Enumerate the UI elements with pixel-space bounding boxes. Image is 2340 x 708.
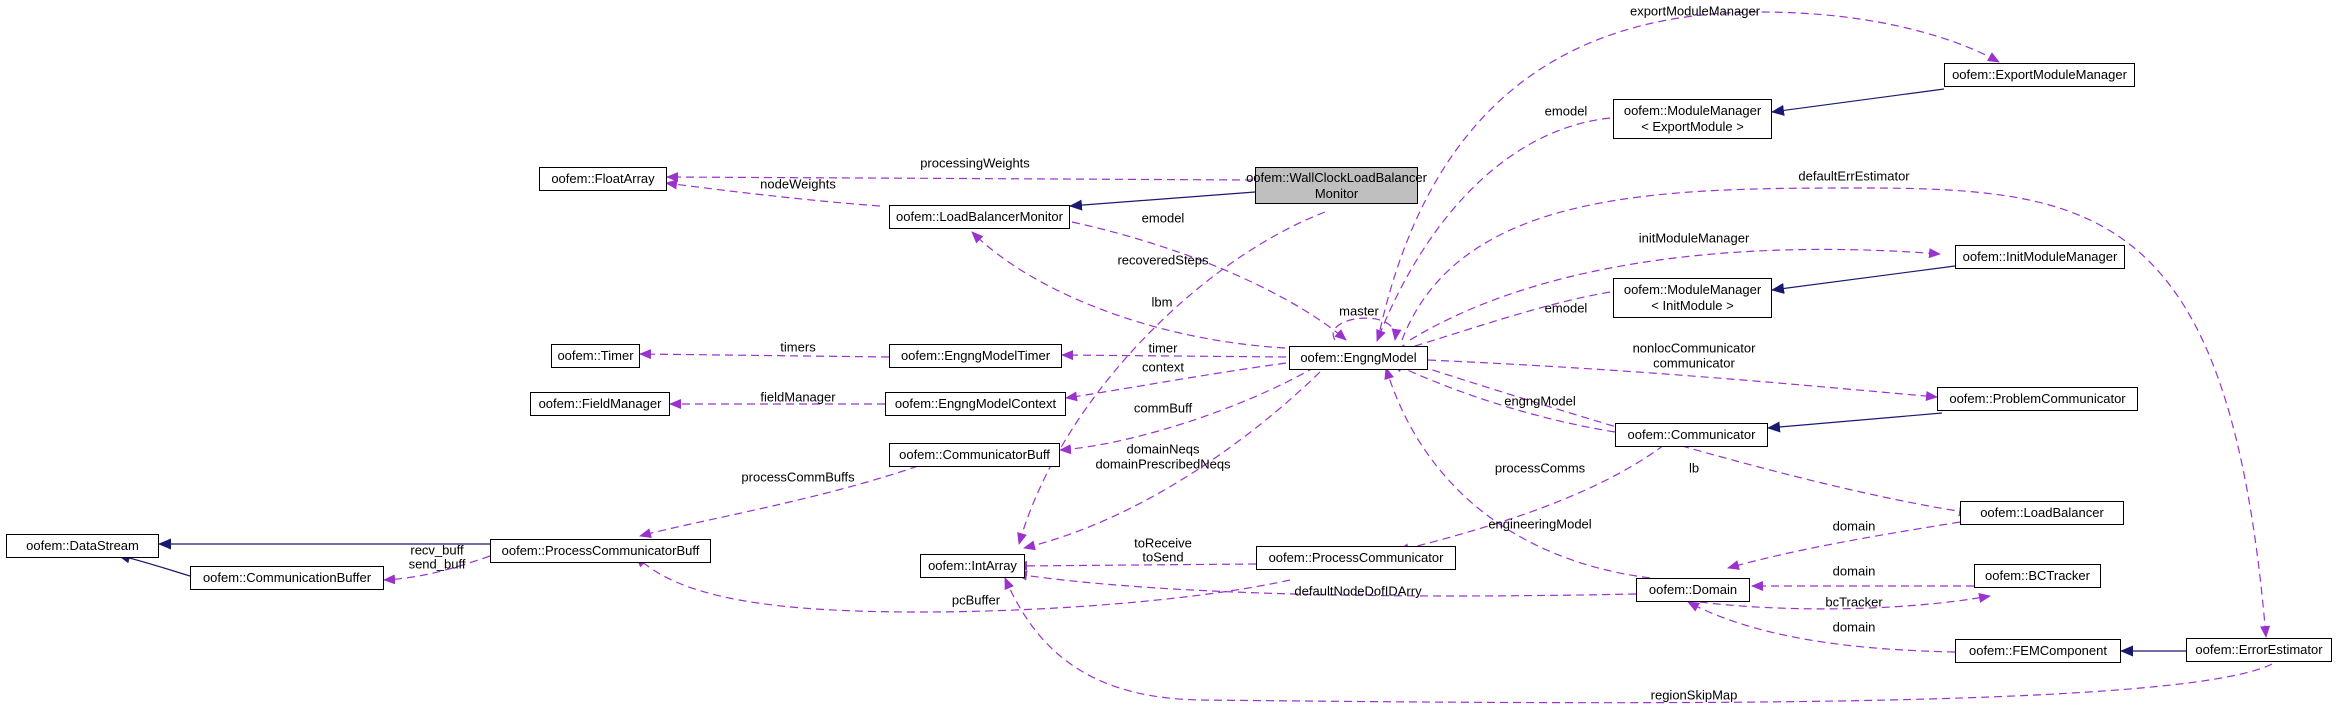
edge-recoveredSteps <box>1017 211 1326 545</box>
node-load-balancer-monitor[interactable]: oofem::LoadBalancerMonitor <box>889 205 1070 229</box>
edge-label-nodeWeights: nodeWeights <box>760 176 836 192</box>
edge-label-domain-lb: domain <box>1832 518 1876 534</box>
edge-label-lbm: lbm <box>1151 294 1173 310</box>
edge-label-nonlocCommunicator: nonlocCommunicator <box>1632 340 1756 356</box>
edge-label-context: context <box>1142 359 1184 375</box>
edge-label-domainNeqs: domainNeqs <box>1126 441 1200 457</box>
edge-nodeWeights <box>665 179 881 207</box>
node-module-manager-export[interactable]: oofem::ModuleManager < ExportModule > <box>1613 99 1772 139</box>
node-load-balancer[interactable]: oofem::LoadBalancer <box>1960 501 2124 525</box>
edge-label-processCommBuffs: processCommBuffs <box>741 469 855 485</box>
edge-label-defaultNodeDofIDArry: defaultNodeDofIDArry <box>1294 583 1422 599</box>
node-export-module-manager[interactable]: oofem::ExportModuleManager <box>1944 63 2135 87</box>
edge-label-communicator: communicator <box>1653 355 1735 371</box>
node-communication-buffer[interactable]: oofem::CommunicationBuffer <box>190 566 384 590</box>
edge-context <box>1065 362 1287 402</box>
node-communicator[interactable]: oofem::Communicator <box>1615 423 1768 447</box>
edge-lbm <box>971 231 1286 349</box>
edge-engineeringModel <box>1384 367 1651 579</box>
node-domain[interactable]: oofem::Domain <box>1636 578 1750 602</box>
edge-label-lb: lb <box>1688 460 1700 476</box>
edge-inherit-probcomm-comm <box>1767 412 1943 433</box>
node-float-array[interactable]: oofem::FloatArray <box>539 167 667 191</box>
edge-processCommBuffs <box>639 465 919 538</box>
edge-timer <box>1061 350 1287 361</box>
edge-nonlocCommunicator <box>1427 359 1938 402</box>
edge-label-send-buff: send_buff <box>408 556 466 572</box>
edge-label-processingWeights: processingWeights <box>920 155 1030 171</box>
edge-label-toReceive: toReceive <box>1134 535 1192 551</box>
node-int-array[interactable]: oofem::IntArray <box>920 554 1025 578</box>
edge-label-regionSkipMap: regionSkipMap <box>1650 687 1738 703</box>
edge-domain-fem <box>1687 601 1956 653</box>
edge-timers <box>639 349 890 360</box>
edge-label-recv-buff: recv_buff <box>410 542 464 558</box>
edge-label-domainPrescribedNeqs: domainPrescribedNeqs <box>1095 456 1231 472</box>
node-process-communicator-buff[interactable]: oofem::ProcessCommunicatorBuff <box>490 539 711 563</box>
edge-toReceive <box>1015 560 1257 571</box>
edge-regionSkipMap <box>1004 577 2273 704</box>
edge-label-processComms: processComms <box>1494 460 1586 476</box>
edge-label-toSend: toSend <box>1142 549 1184 565</box>
edge-inherit-wall-lbm <box>1069 191 1256 211</box>
edge-inherit-exportmm-emmexp <box>1771 88 1945 116</box>
edge-processingWeights <box>666 172 1254 183</box>
edge-label-emodel-lbm: emodel <box>1141 210 1185 226</box>
edge-label-initModuleManager: initModuleManager <box>1638 230 1750 246</box>
edge-bcTracker <box>1699 592 1991 610</box>
node-fem-component[interactable]: oofem::FEMComponent <box>1955 639 2121 663</box>
node-data-stream[interactable]: oofem::DataStream <box>6 534 159 558</box>
node-engng-model[interactable]: oofem::EngngModel <box>1289 346 1428 370</box>
edge-initModuleManager <box>1409 248 1941 341</box>
edge-emodel-exp <box>1376 117 1611 342</box>
edge-lb <box>1419 365 1971 517</box>
edge-defaultErrEstimator <box>1401 187 2271 638</box>
edge-label-emodel-init: emodel <box>1544 300 1588 316</box>
edge-label-engngModel: engngModel <box>1504 393 1576 409</box>
edge-domain-lb <box>1727 521 1961 570</box>
node-communicator-buff[interactable]: oofem::CommunicatorBuff <box>889 443 1060 467</box>
edge-label-domain-fem: domain <box>1832 619 1876 635</box>
node-problem-communicator[interactable]: oofem::ProblemCommunicator <box>1937 387 2138 411</box>
edge-label-bcTracker: bcTracker <box>1825 594 1883 610</box>
node-wallclock-load-balancer-monitor[interactable]: oofem::WallClockLoadBalancer Monitor <box>1246 167 1427 204</box>
node-timer[interactable]: oofem::Timer <box>551 344 640 368</box>
edge-pcBuffer <box>635 555 1291 613</box>
edge-master <box>1332 317 1402 341</box>
node-module-manager-init[interactable]: oofem::ModuleManager < InitModule > <box>1613 278 1772 318</box>
edge-domainNeqs <box>1023 371 1321 551</box>
edge-exportModuleManager <box>1379 11 2000 331</box>
node-error-estimator[interactable]: oofem::ErrorEstimator <box>2186 638 2332 662</box>
edge-label-emodel-exp: emodel <box>1544 103 1588 119</box>
node-field-manager[interactable]: oofem::FieldManager <box>530 392 670 416</box>
edge-label-exportModuleManager: exportModuleManager <box>1629 3 1761 19</box>
edge-label-timer: timer <box>1148 340 1178 356</box>
edge-inherit-commbuffer-datastream <box>117 552 191 577</box>
edge-label-recoveredSteps: recoveredSteps <box>1117 252 1209 268</box>
edge-label-domain-bc: domain <box>1832 563 1876 579</box>
edge-processComms <box>1397 444 1665 554</box>
edge-label-defaultErrEstimator: defaultErrEstimator <box>1798 168 1910 184</box>
edge-emodel-lbm <box>1071 221 1347 341</box>
edge-label-engineeringModel: engineeringModel <box>1488 516 1592 532</box>
edge-label-commBuff: commBuff <box>1133 400 1193 416</box>
node-init-module-manager[interactable]: oofem::InitModuleManager <box>1955 245 2125 269</box>
edge-inherit-initmm-emminit <box>1771 265 1956 294</box>
node-engng-model-timer[interactable]: oofem::EngngModelTimer <box>889 344 1062 368</box>
edge-engngModel <box>1391 362 1616 433</box>
edge-label-fieldManager: fieldManager <box>760 389 836 405</box>
node-process-communicator[interactable]: oofem::ProcessCommunicator <box>1256 546 1456 570</box>
edge-commBuff <box>1059 366 1316 455</box>
node-engng-model-context[interactable]: oofem::EngngModelContext <box>885 392 1066 416</box>
edge-label-master: master <box>1339 303 1379 319</box>
edge-send-buff <box>383 555 491 585</box>
node-bc-tracker[interactable]: oofem::BCTracker <box>1974 564 2101 588</box>
edge-label-timers: timers <box>780 339 816 355</box>
edge-emodel-init <box>1394 291 1611 354</box>
edge-label-pcBuffer: pcBuffer <box>951 592 1001 608</box>
edge-defaultNodeDofIDArry <box>1015 570 1637 597</box>
